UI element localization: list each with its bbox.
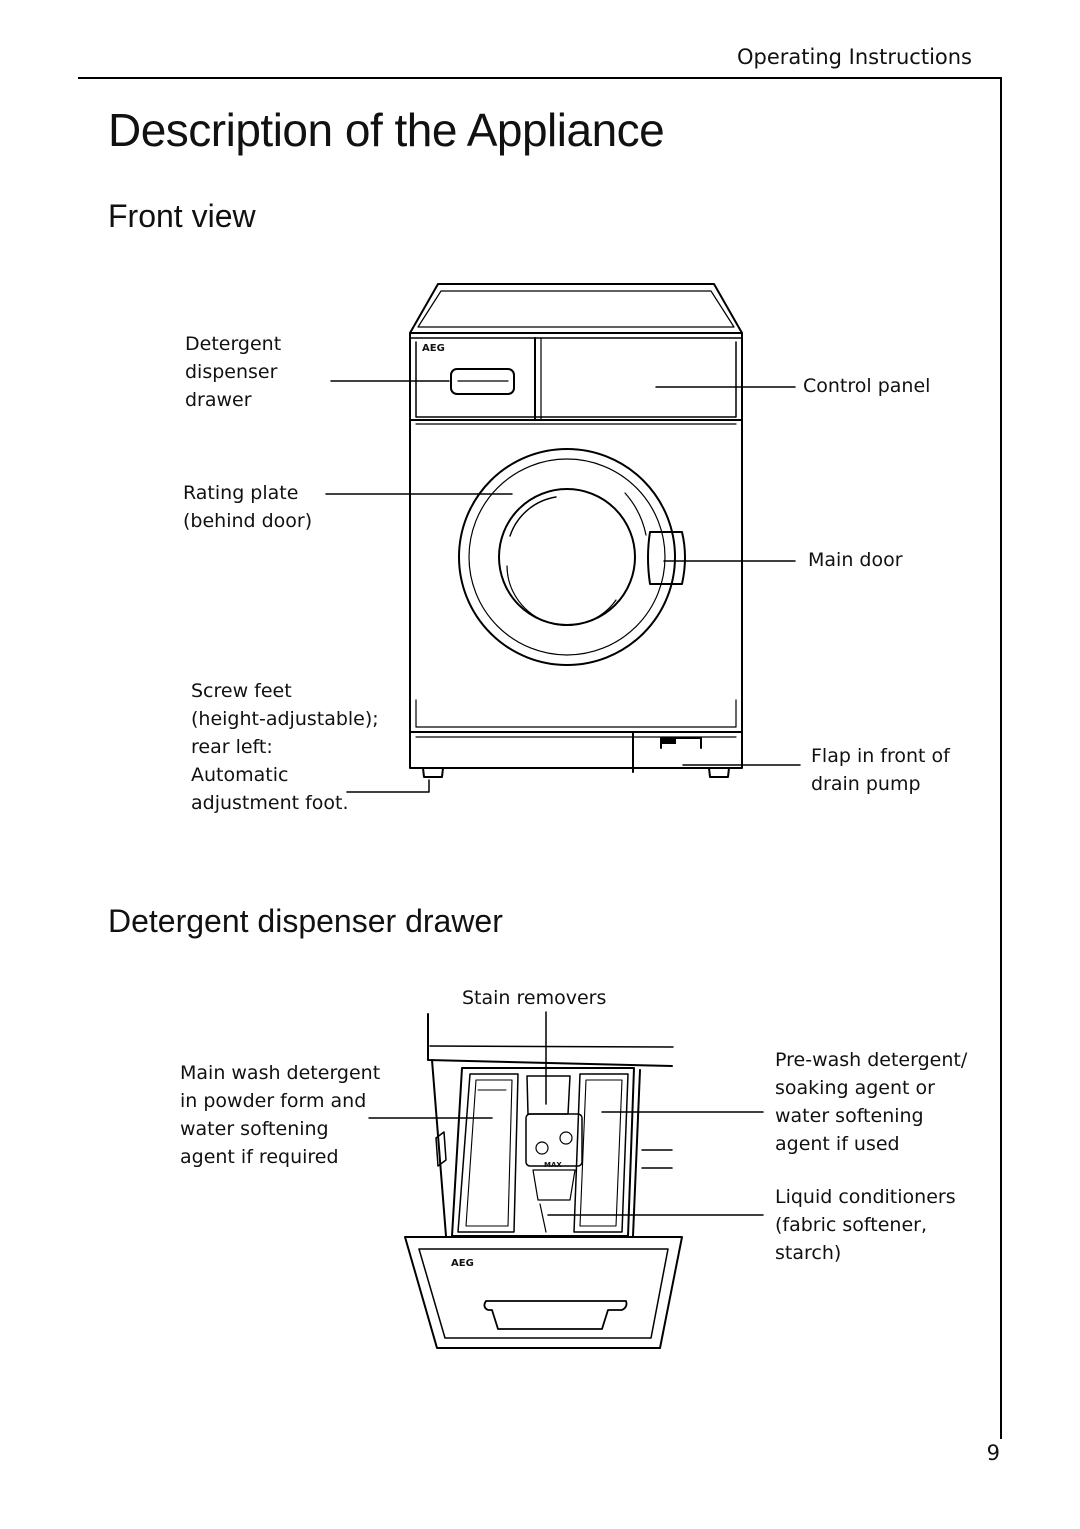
label-control-panel: Control panel bbox=[803, 375, 931, 397]
front-view-heading: Front view bbox=[108, 198, 256, 234]
label-main-wash: Main wash detergent in powder form and w… bbox=[180, 1062, 381, 1168]
header-rule bbox=[78, 77, 1002, 79]
label-liquid-conditioners: Liquid conditioners (fabric softener, st… bbox=[775, 1186, 956, 1264]
label-main-door: Main door bbox=[808, 549, 903, 571]
max-mark: MAX bbox=[544, 1161, 562, 1169]
page-title: Description of the Appliance bbox=[108, 104, 665, 156]
brand-logo: AEG bbox=[422, 343, 445, 354]
running-header: Operating Instructions bbox=[737, 45, 972, 69]
drawer-brand-logo: AEG bbox=[451, 1258, 474, 1269]
margin-rule bbox=[1000, 77, 1002, 1439]
label-screw-feet: Screw feet (height-adjustable); rear lef… bbox=[191, 680, 379, 814]
label-stain-removers: Stain removers bbox=[462, 987, 607, 1009]
label-prewash: Pre-wash detergent/ soaking agent or wat… bbox=[775, 1049, 968, 1155]
drawer-heading: Detergent dispenser drawer bbox=[108, 903, 503, 939]
label-detergent-drawer: Detergent dispenser drawer bbox=[185, 333, 282, 411]
label-rating-plate: Rating plate (behind door) bbox=[183, 482, 313, 532]
page-number: 9 bbox=[986, 1441, 1000, 1465]
label-drain-flap: Flap in front of drain pump bbox=[811, 745, 950, 795]
